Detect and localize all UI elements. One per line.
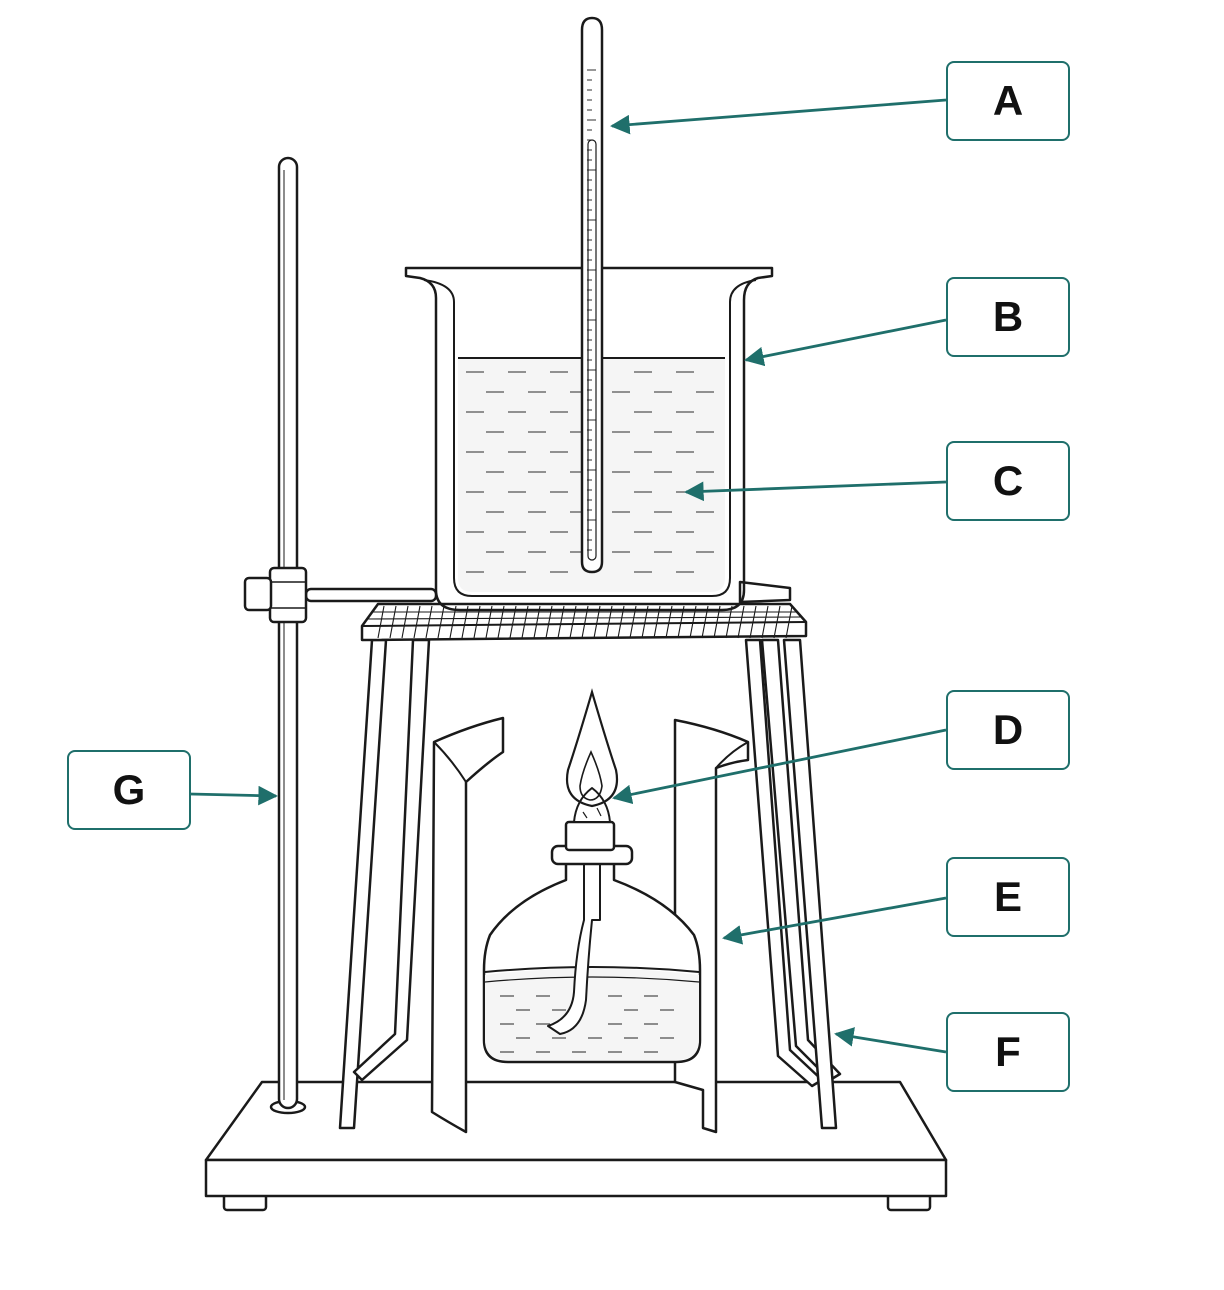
label-d: D (946, 690, 1070, 770)
leader-arrows (189, 98, 947, 1054)
label-a-text: A (992, 77, 1024, 124)
label-g: G (67, 750, 191, 830)
label-f-text: F (995, 1028, 1021, 1075)
arrow-a (610, 98, 947, 135)
label-a: A (946, 61, 1070, 141)
thermometer (580, 16, 604, 574)
arrow-g (189, 785, 278, 806)
label-c: C (946, 441, 1070, 521)
arrow-f (834, 1027, 947, 1054)
arrow-d (612, 728, 947, 805)
label-e: E (946, 857, 1070, 937)
label-b: B (946, 277, 1070, 357)
base-plate (204, 1080, 948, 1212)
arrow-c (684, 480, 947, 502)
wire-gauze (360, 602, 808, 642)
label-d-text: D (992, 706, 1024, 753)
arrow-e (722, 896, 947, 945)
label-e-text: E (993, 873, 1022, 920)
label-g-text: G (112, 766, 146, 813)
spirit-lamp (482, 787, 702, 1064)
label-f: F (946, 1012, 1070, 1092)
arrow-b (744, 318, 947, 367)
retort-stand-rod (269, 156, 307, 1115)
label-c-text: C (992, 457, 1024, 504)
flame (565, 688, 619, 808)
label-b-text: B (992, 293, 1024, 340)
